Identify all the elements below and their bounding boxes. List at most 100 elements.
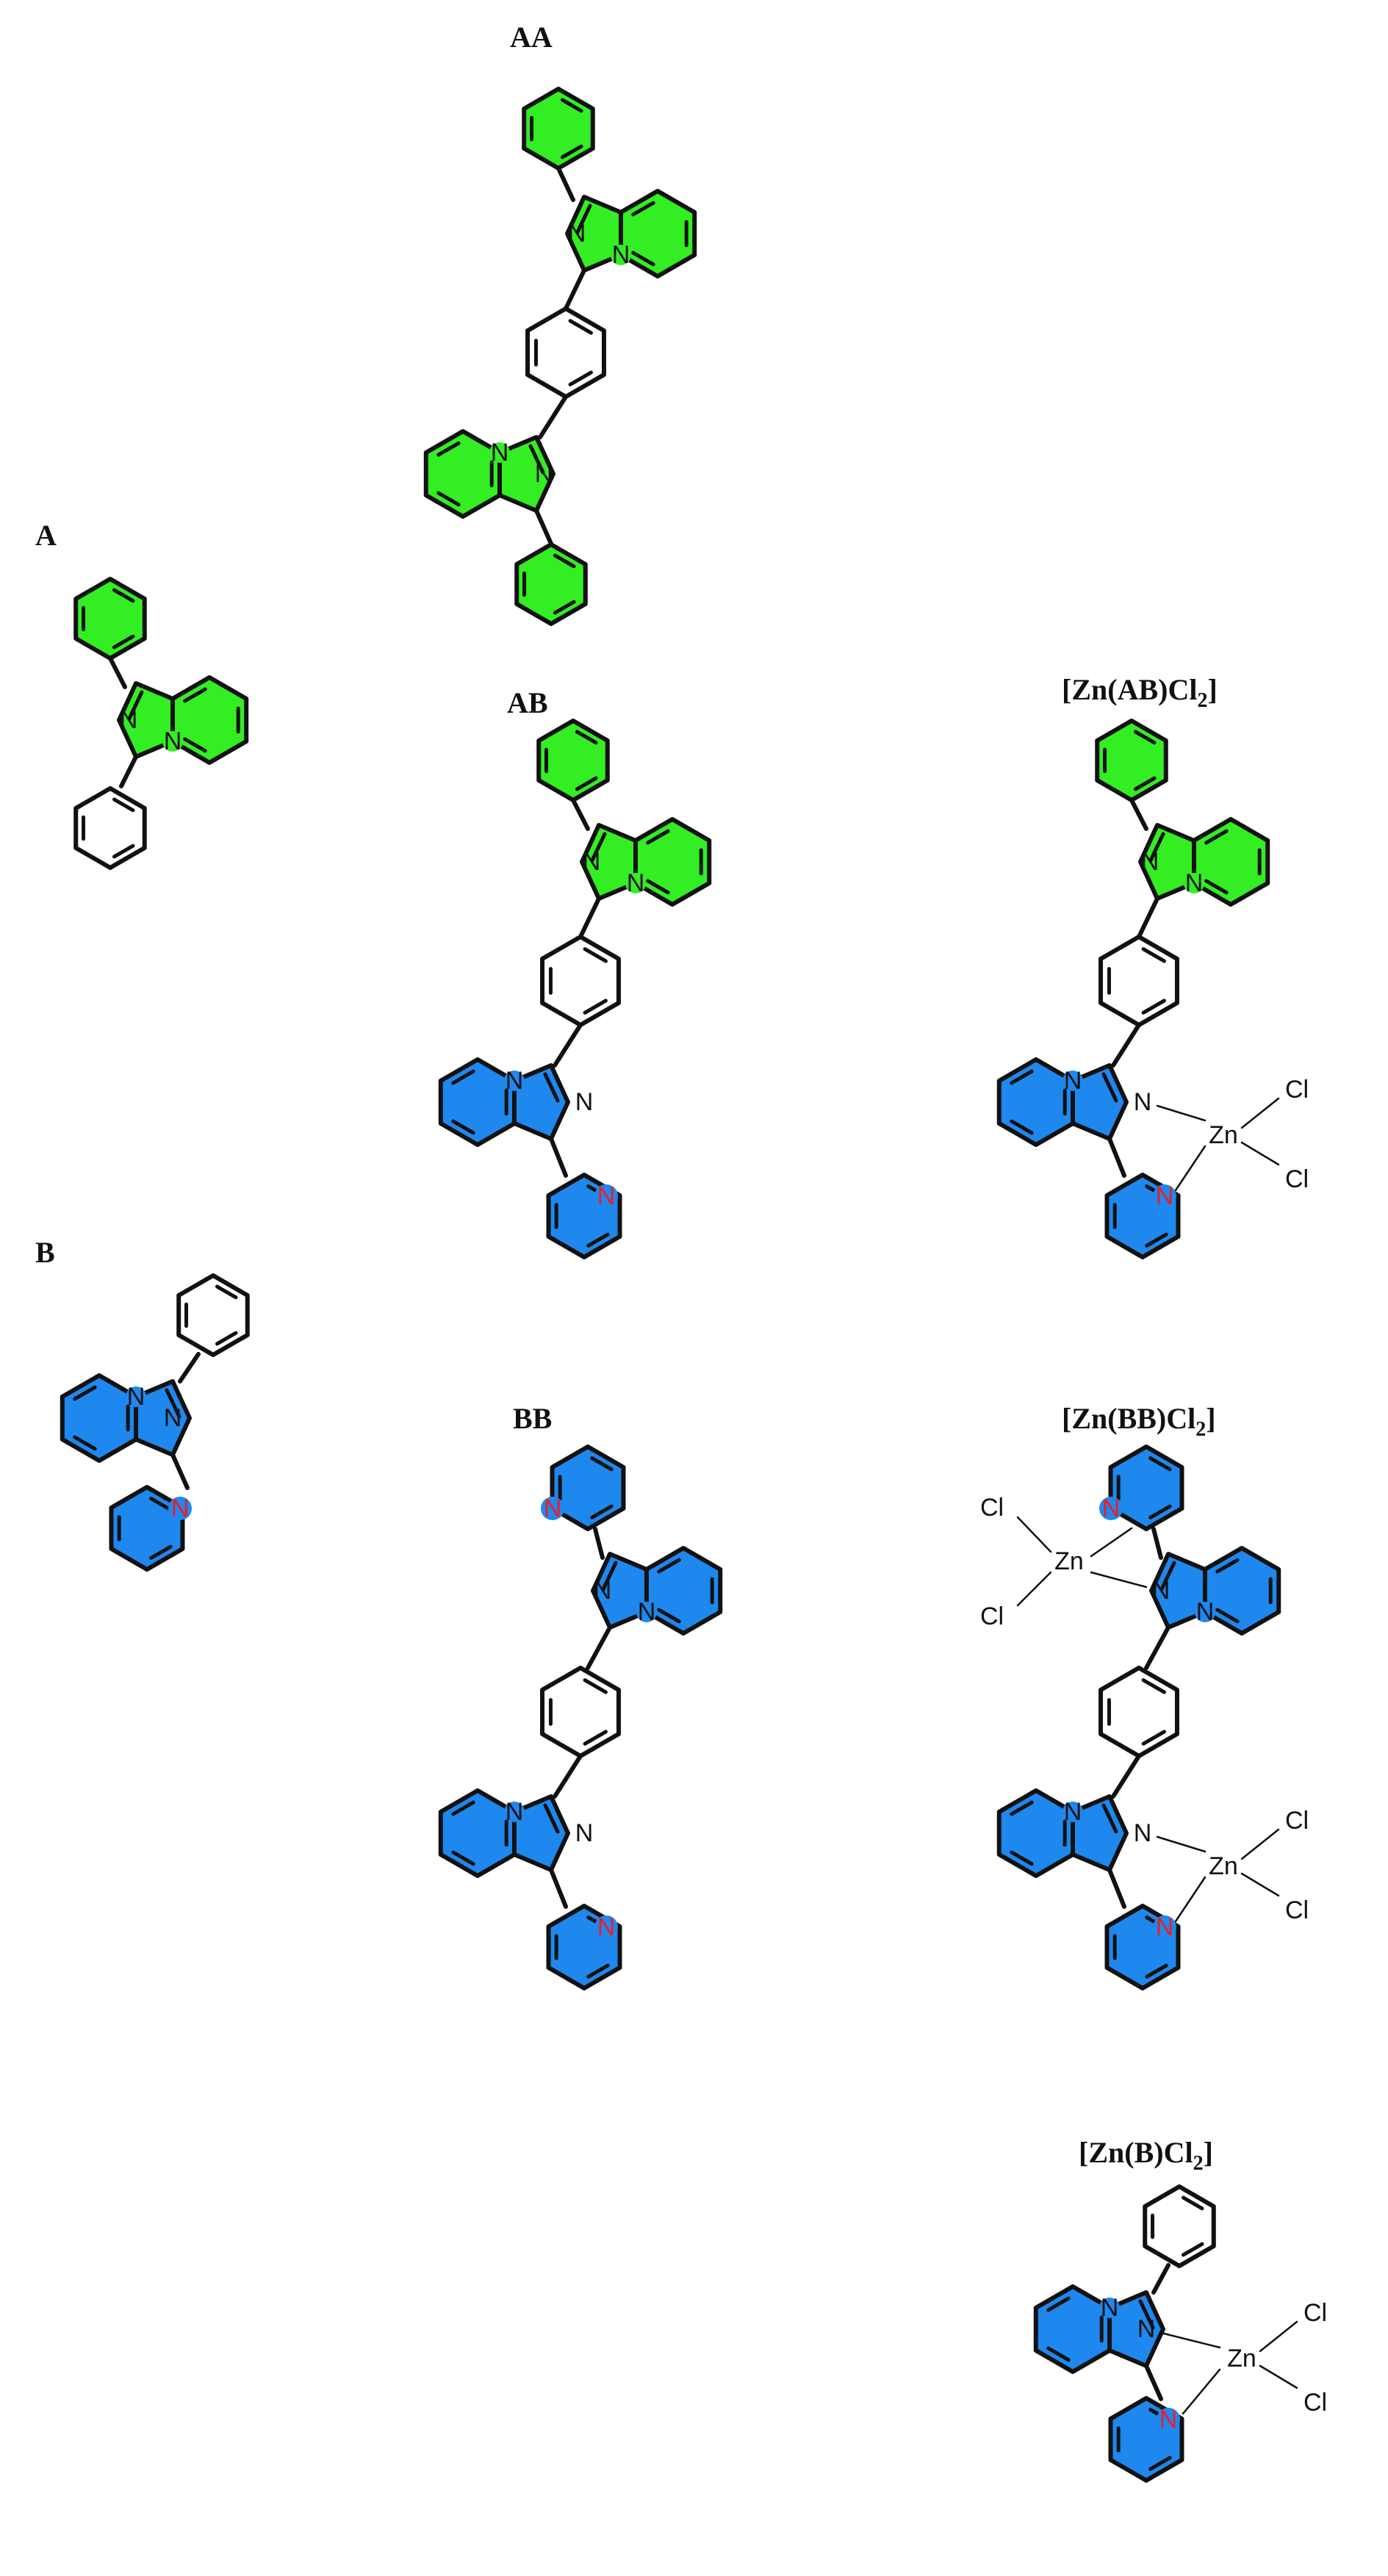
bond	[1129, 798, 1148, 831]
coordination-bond	[1159, 2331, 1221, 2349]
ring	[525, 306, 606, 399]
nitrogen-atom-label: N	[1101, 2294, 1119, 2322]
double-bond	[553, 553, 576, 569]
double-bond	[436, 441, 461, 457]
double-bond	[568, 319, 593, 335]
nitrogen-atom-label: N	[638, 1598, 656, 1626]
ring	[176, 1273, 250, 1357]
five-membered-ring	[134, 1379, 192, 1457]
nitrogen-atom-label: N	[164, 727, 182, 755]
nitrogen-atom-label: N	[1152, 1577, 1171, 1605]
double-bond	[1215, 1608, 1240, 1624]
double-bond	[1145, 1232, 1168, 1248]
double-bond	[112, 634, 135, 650]
five-membered-ring	[497, 435, 555, 513]
ring	[438, 1788, 517, 1878]
bond	[1144, 2364, 1163, 2401]
bond	[1151, 1527, 1163, 1560]
ring	[1098, 1666, 1179, 1758]
double-bond	[73, 1385, 97, 1401]
atom-background	[1153, 1184, 1176, 1208]
atom-background	[1062, 1802, 1083, 1822]
ring	[73, 577, 147, 661]
bond	[1101, 1803, 1118, 1834]
ring	[73, 786, 147, 870]
double-bond	[1204, 829, 1229, 845]
double-bond	[183, 737, 207, 753]
coordination-bond	[1090, 1571, 1148, 1589]
double-bond	[451, 1069, 475, 1085]
double-bond	[451, 1850, 475, 1866]
ring	[633, 817, 712, 907]
bond	[549, 1868, 568, 1909]
double-bond	[1215, 1558, 1240, 1574]
bond	[538, 395, 568, 439]
atom-background	[1157, 2408, 1180, 2431]
label-AA: AA	[510, 21, 553, 54]
chlorine-atom-label: Cl	[1304, 2389, 1327, 2417]
bond	[564, 268, 586, 311]
double-bond	[646, 829, 670, 845]
zinc-atom-label: Zn	[1209, 1852, 1238, 1880]
ring	[618, 189, 697, 278]
ring	[644, 1546, 723, 1636]
pyridine-nitrogen-label: N	[171, 1494, 190, 1522]
nitrogen-atom-label: N	[491, 439, 509, 467]
double-bond	[451, 1119, 475, 1135]
label-Zn-BB-Cl2: [Zn(BB)Cl2]	[1062, 1402, 1216, 1441]
label-Zn-B-Cl2: [Zn(B)Cl2]	[1079, 2136, 1213, 2175]
atom-background	[1062, 1071, 1083, 1091]
double-bond	[451, 1800, 475, 1816]
double-bond	[583, 999, 608, 1015]
coordination-bond	[1182, 2368, 1221, 2415]
five-membered-ring	[512, 1063, 570, 1141]
five-membered-ring	[1071, 1794, 1129, 1872]
atom-background	[504, 1071, 525, 1091]
nitrogen-atom-label: N	[1185, 869, 1204, 897]
ring	[996, 1057, 1076, 1147]
bond	[543, 1072, 560, 1103]
double-bond	[149, 1497, 173, 1512]
double-bond	[575, 730, 598, 745]
nitrogen-atom-label: N	[164, 1404, 182, 1432]
ring	[1191, 817, 1270, 907]
nitrogen-atom-label: N	[1064, 1798, 1082, 1826]
coordination-bond	[1090, 1527, 1133, 1558]
atom-background	[625, 873, 646, 893]
coordination-bond	[1016, 1516, 1052, 1553]
bond	[578, 896, 601, 939]
ring	[170, 675, 249, 765]
five-membered-ring	[1071, 1063, 1129, 1141]
atom-background	[1184, 873, 1204, 893]
bond	[1137, 896, 1159, 939]
bond	[170, 1453, 190, 1490]
double-bond	[657, 1558, 681, 1574]
double-bond	[1133, 776, 1157, 791]
nitrogen-atom-label: N	[594, 1577, 612, 1605]
ring	[1095, 719, 1168, 802]
bond	[528, 444, 545, 475]
molecule-B: NNN	[60, 1273, 250, 1572]
atom-background	[1195, 1602, 1215, 1622]
ring	[1143, 2184, 1216, 2268]
double-bond	[112, 843, 135, 859]
double-bond	[1148, 1504, 1172, 1519]
nitrogen-atom-label: N	[1134, 1819, 1152, 1847]
nitrogen-atom-label: N	[575, 1088, 594, 1116]
bond	[590, 832, 607, 863]
coordination-bond	[1156, 1104, 1207, 1122]
bond	[553, 1754, 583, 1799]
double-bond	[1010, 1069, 1034, 1085]
ring	[1033, 2284, 1112, 2374]
double-bond	[215, 1331, 238, 1346]
nitrogen-atom-label: N	[120, 706, 138, 734]
ring	[522, 87, 595, 170]
double-bond	[568, 370, 593, 386]
bond	[543, 1803, 560, 1834]
double-bond	[73, 1435, 97, 1451]
double-bond	[575, 776, 598, 791]
double-bond	[560, 98, 583, 113]
label-Zn-AB-Cl2: [Zn(AB)Cl2]	[1062, 673, 1218, 712]
coordination-bond	[1259, 2320, 1298, 2353]
